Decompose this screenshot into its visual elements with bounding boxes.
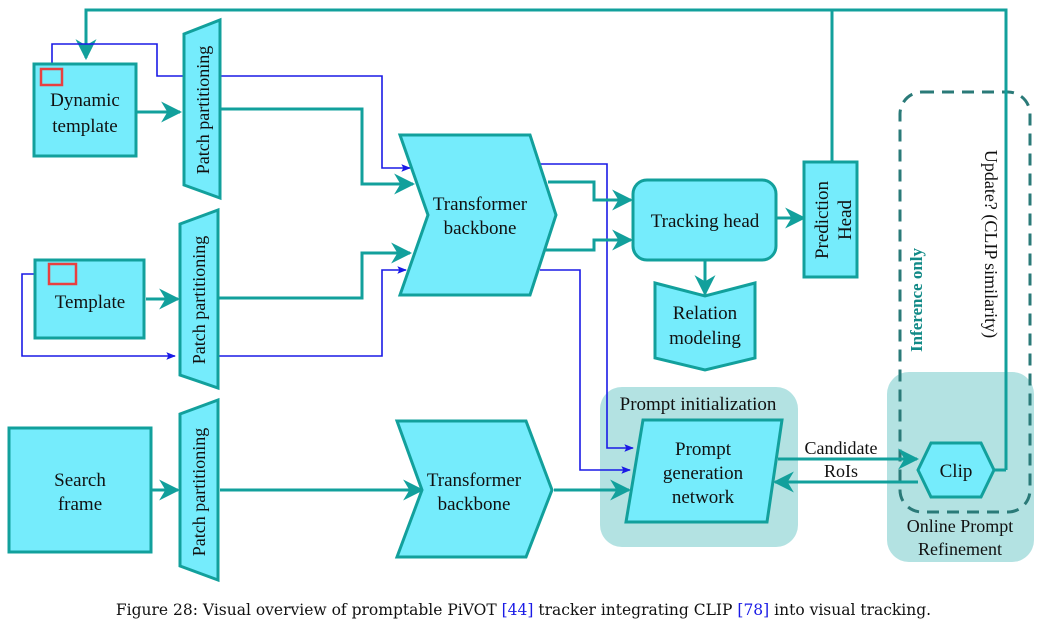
update-feedback-loop (75, 8, 1008, 470)
tracking-head-node: Tracking head (631, 178, 778, 262)
search-frame-label-1: Search (54, 470, 106, 491)
patch-marker (39, 67, 64, 87)
transformer-backbone-label-2: backbone (438, 494, 511, 515)
transformer-backbone-2: Transformer backbone (394, 419, 554, 559)
online-prompt-refinement-label-2: Refinement (918, 539, 1002, 559)
patch-partitioning-label: Patch partitioning (189, 428, 209, 556)
clip-label: Clip (940, 461, 973, 482)
inference-only-region (898, 90, 1032, 514)
transformer-backbone-1: Transformer backbone (397, 133, 558, 297)
prompt-initialization-label: Prompt initialization (620, 394, 777, 415)
citation-link[interactable]: [44] (501, 601, 534, 619)
search-frame-label-2: frame (58, 494, 102, 515)
patch-partitioning-label: Patch partitioning (189, 236, 209, 364)
transformer-backbone-label-2: backbone (444, 218, 517, 239)
relation-modeling-label-1: Relation (673, 303, 738, 324)
teal-connectors (137, 101, 1006, 501)
patch-marker (47, 262, 78, 286)
transformer-backbone-label-1: Transformer (433, 194, 528, 215)
tracking-head-label: Tracking head (651, 211, 760, 232)
relation-modeling-label-2: modeling (669, 328, 741, 349)
caption-text: Figure 28: Visual overview of promptable… (115, 601, 502, 619)
prediction-head-node: Prediction Head (802, 160, 859, 279)
diagram-canvas: Dynamic template Template Search frame P… (7, 8, 1034, 583)
prompt-generation-network-node: Prompt generation network (624, 418, 784, 524)
rois-label: RoIs (824, 461, 858, 481)
citation-link[interactable]: [78] (737, 601, 770, 619)
relation-modeling-node: Relation modeling (653, 281, 757, 372)
dynamic-template-label-1: Dynamic (50, 90, 120, 111)
search-frame-node: Search frame (7, 426, 153, 554)
prompt-generation-label-2: generation (663, 463, 744, 484)
patch-partitioning-label: Patch partitioning (193, 46, 213, 174)
candidate-label: Candidate (805, 438, 878, 458)
transformer-backbone-label-1: Transformer (427, 470, 522, 491)
template-node: Template (33, 258, 146, 340)
prompt-generation-label-3: network (672, 487, 735, 508)
patch-partitioning-1: Patch partitioning (182, 17, 222, 201)
caption-text: into visual tracking. (769, 601, 932, 619)
clip-node: Clip (916, 441, 996, 499)
template-label: Template (55, 292, 125, 313)
patch-partitioning-2: Patch partitioning (178, 207, 220, 391)
prediction-head-label-1: Prediction (812, 180, 833, 259)
online-prompt-refinement-label-1: Online Prompt (907, 516, 1014, 536)
patch-partitioning-3: Patch partitioning (178, 397, 220, 583)
figure-caption: Figure 28: Visual overview of promptable… (0, 601, 1047, 619)
prompt-generation-label-1: Prompt (675, 439, 732, 460)
caption-text: tracker integrating CLIP (533, 601, 738, 619)
prediction-head-label-2: Head (835, 199, 856, 240)
dynamic-template-label-2: template (52, 116, 117, 137)
update-clip-similarity-label: Update? (CLIP similarity) (980, 150, 1001, 338)
blue-connectors (21, 43, 634, 474)
dynamic-template-node: Dynamic template (32, 62, 138, 158)
inference-only-label: Inference only (907, 247, 926, 352)
